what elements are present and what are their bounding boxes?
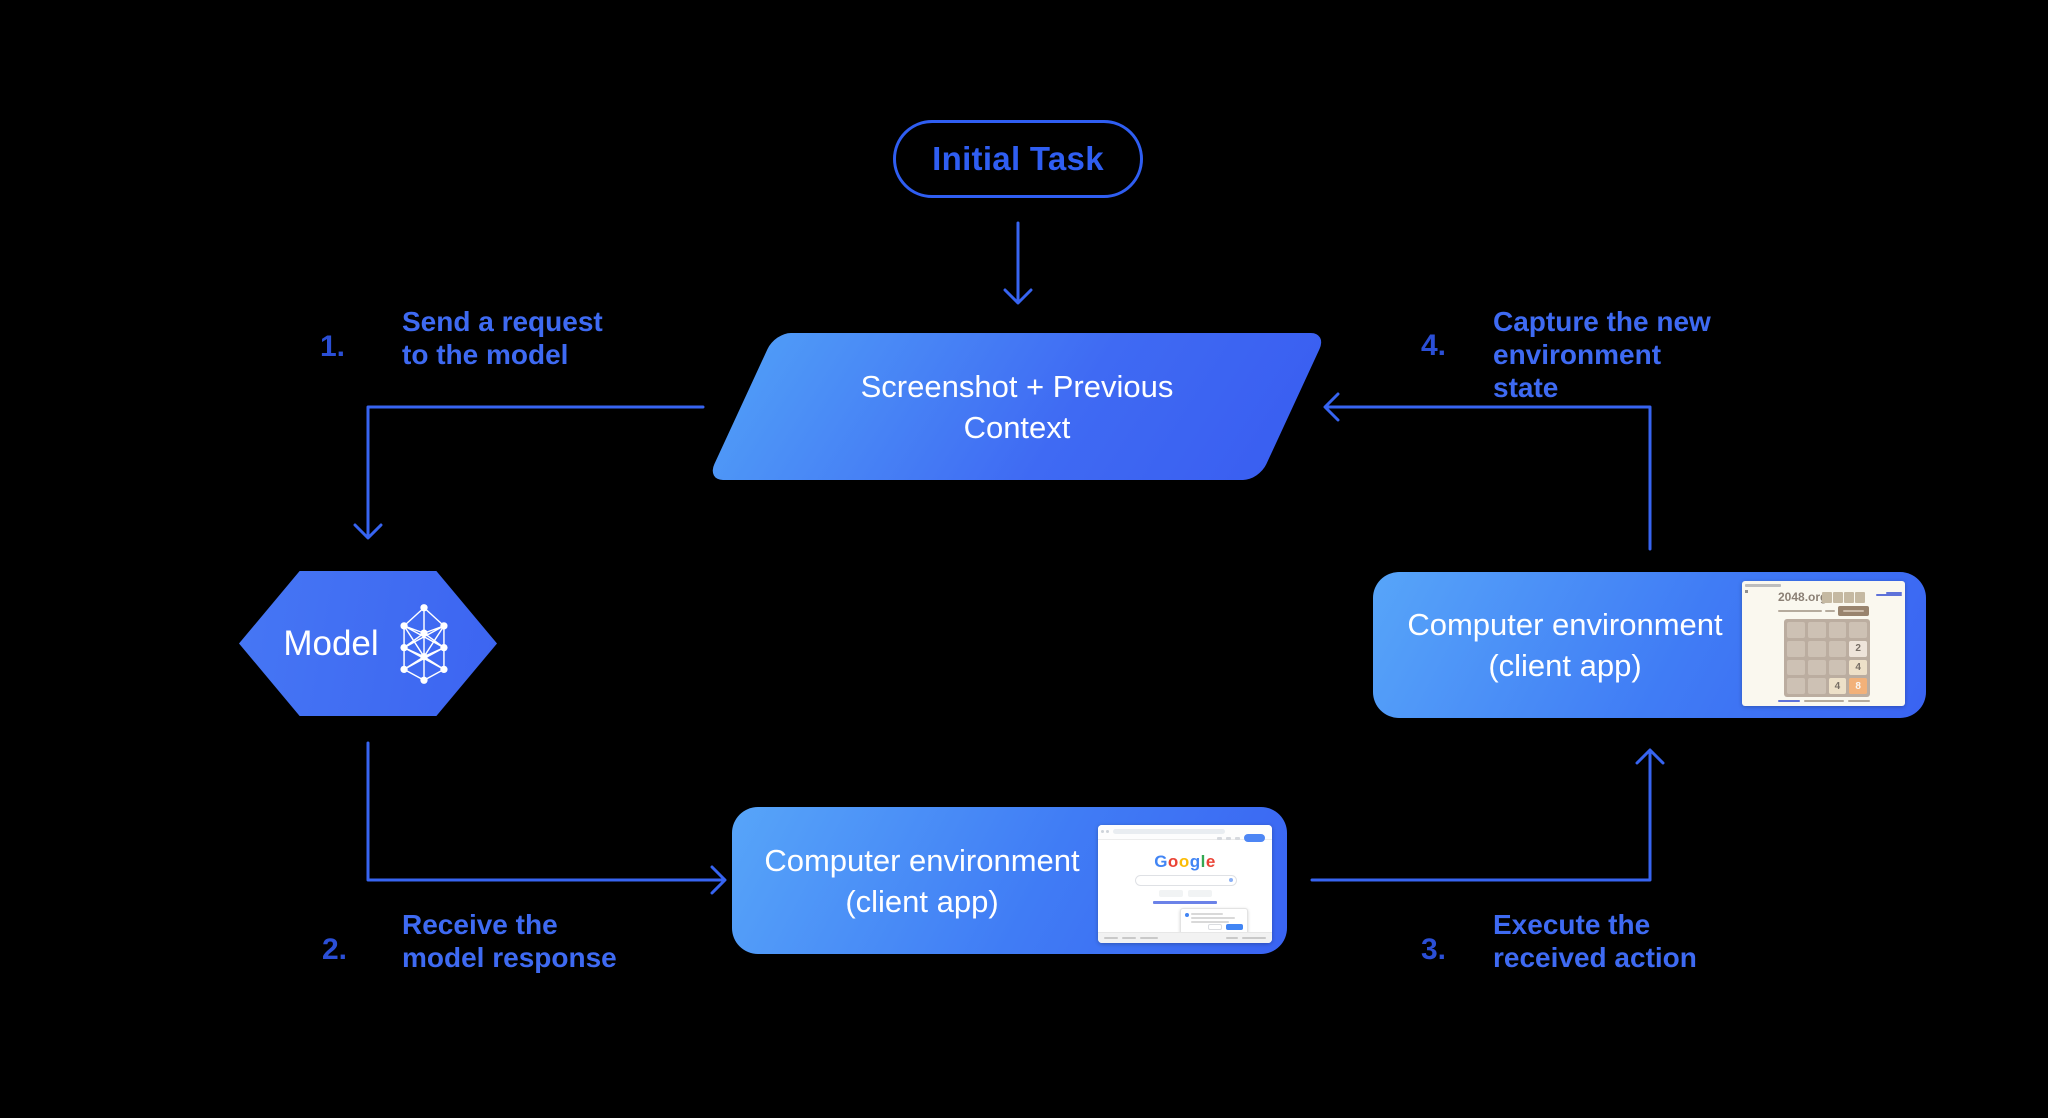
env-capture-label: Computer environment (client app) [1407,607,1723,683]
step-1-label: Send a request to the model [402,306,603,370]
mini-footer-link [1778,700,1800,702]
mini-subtitle-text [1778,610,1822,612]
mini-dialog-secondary-button [1208,924,1222,930]
google-g-icon [1185,913,1189,917]
window-dot-icon [1101,830,1104,833]
mini-favicon-icon [1745,590,1748,593]
mini-footer-text [1848,700,1870,702]
mini-top-link [1876,594,1902,596]
game-2048-mini-screenshot: 2048.org 2 4 4 8 [1742,581,1905,706]
mini-new-game-button [1838,606,1869,616]
mini-toolbar-icon [1235,837,1240,840]
mini-signin-button [1244,834,1265,842]
mini-search-box [1135,875,1237,886]
logo-letter: o [1167,852,1179,871]
window-dot-icon [1106,830,1109,833]
step-3-number: 3. [1421,933,1447,966]
arrow-task-to-context [1003,221,1033,305]
mini-footer-text [1804,700,1844,702]
tile-2: 2 [1849,640,1867,657]
model-node: Model [239,571,497,716]
neural-network-icon [400,603,448,684]
mini-signin-dialog [1180,908,1248,935]
arrow-env-to-env [1310,748,1665,882]
mini-dialog-primary-button [1226,924,1243,930]
mini-footer-bar [1098,932,1272,943]
logo-letter: o [1178,852,1190,871]
logo-letter: l [1200,852,1206,871]
tile-4: 4 [1828,678,1847,694]
screenshot-context-label: Screenshot + Previous Context [860,368,1174,445]
initial-task-node: Initial Task [893,120,1143,198]
step-2-label: Receive the model response [402,909,617,973]
mini-2048-title: 2048.org [1778,590,1828,604]
mini-2048-grid: 2 4 4 8 [1784,619,1870,697]
logo-letter: g [1189,852,1201,871]
step-3-label: Execute the received action [1493,909,1697,973]
mini-lucky-button [1188,890,1212,897]
model-label: Model [283,623,379,663]
mini-search-button [1159,890,1183,897]
mini-toolbar-icon [1217,837,1222,840]
mini-score-box [1833,592,1843,603]
mini-score-box [1855,592,1865,603]
env-action-node: Computer environment (client app) Google [732,807,1287,954]
tile-8: 8 [1849,678,1867,694]
logo-letter: e [1205,852,1216,871]
env-action-label: Computer environment (client app) [764,842,1080,919]
step-1-number: 1. [320,330,346,363]
mini-score-box [1844,592,1854,603]
mini-score-box [1822,592,1832,603]
arrow-env-to-context [1323,392,1652,551]
step-4-number: 4. [1421,329,1447,362]
logo-letter: G [1154,852,1168,871]
step-4-label: Capture the new environment state [1493,306,1711,403]
mini-toolbar-icon [1226,837,1231,840]
initial-task-label: Initial Task [932,140,1104,177]
google-search-mini-screenshot: Google [1098,825,1272,943]
mini-top-link [1886,592,1902,594]
env-capture-node: Computer environment (client app) 2048.o… [1373,572,1926,718]
mini-tab-bar [1745,584,1781,587]
arrow-context-to-model [353,405,705,540]
mini-subtitle-text [1825,610,1835,612]
mini-language-link [1153,901,1217,904]
arrow-model-to-env [366,741,727,895]
screenshot-context-label-wrap: Screenshot + Previous Context [777,333,1257,480]
tile-4: 4 [1849,659,1867,676]
google-logo: Google [1098,852,1272,872]
step-2-number: 2. [322,933,348,966]
mini-address-bar [1113,829,1225,834]
